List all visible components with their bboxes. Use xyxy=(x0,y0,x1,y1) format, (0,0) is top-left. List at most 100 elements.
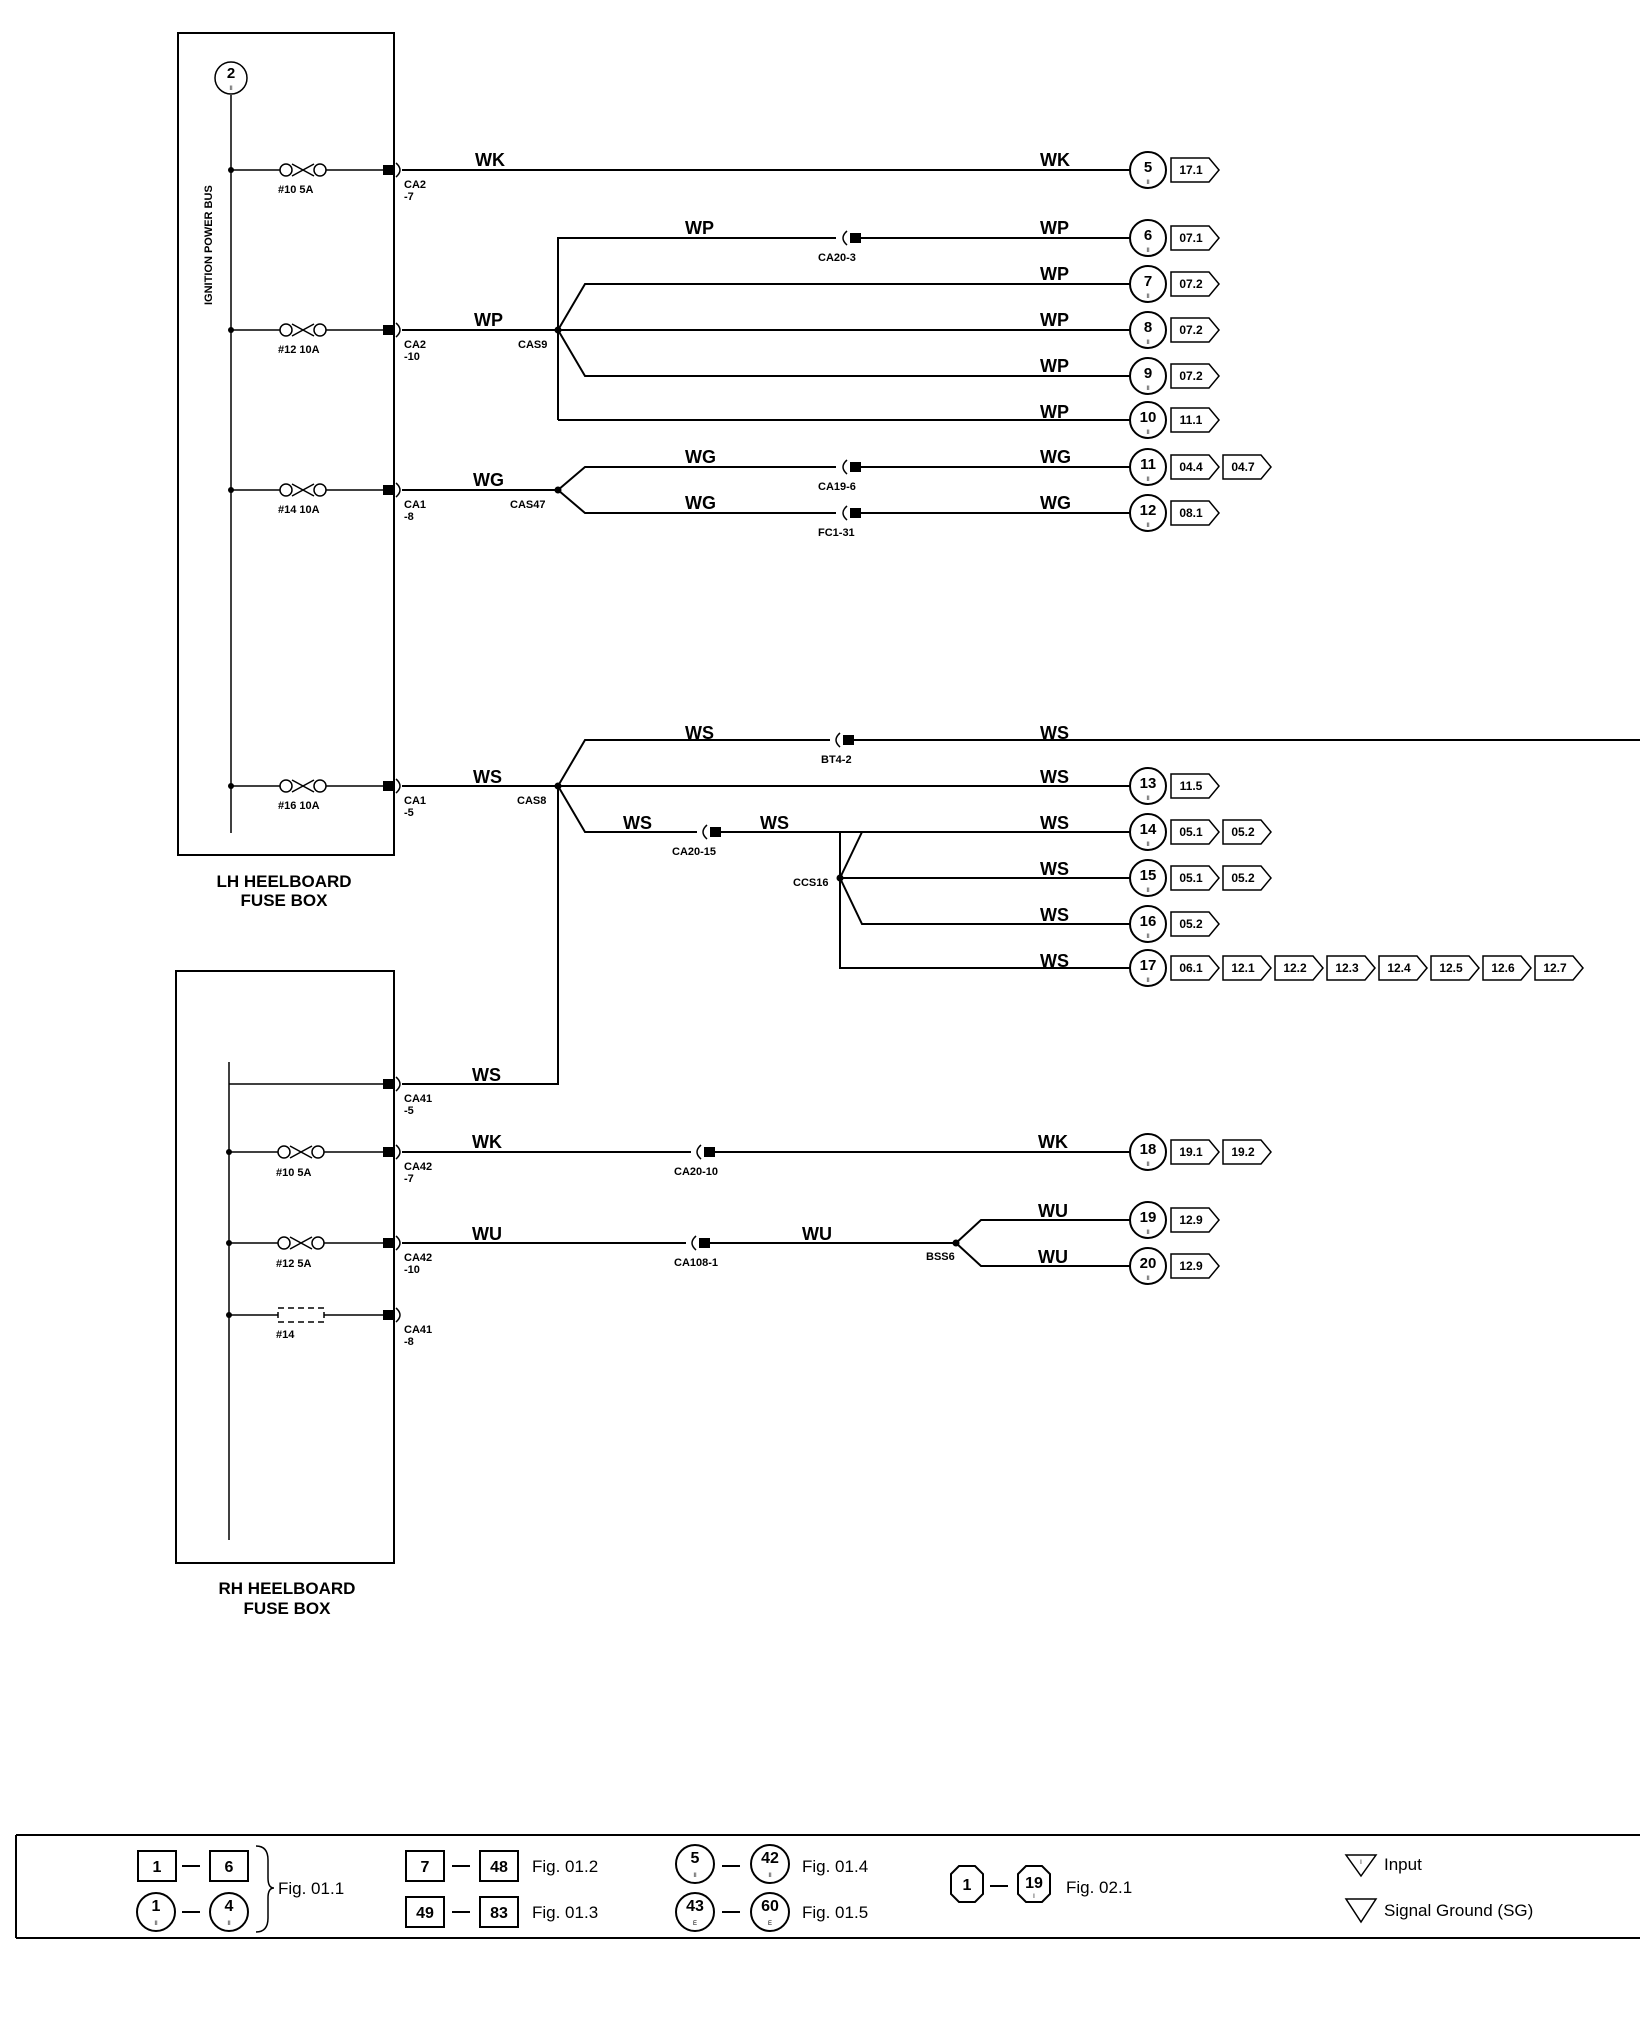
page-ref-label: 06.1 xyxy=(1179,961,1203,975)
inline-connector-label: FC1-31 xyxy=(818,527,855,539)
page-ref-label: 12.2 xyxy=(1283,961,1307,975)
legend-fig-label: Fig. 01.2 xyxy=(532,1857,598,1876)
page-ref-arrow[interactable]: 07.2 xyxy=(1170,271,1220,297)
legend-circle-sub: II xyxy=(154,1921,158,1927)
wire-label: WG xyxy=(1040,493,1071,513)
fuse-label: #16 10A xyxy=(278,800,320,812)
page-ref-arrow[interactable]: 05.2 xyxy=(1170,911,1220,937)
connector-id: CA1 xyxy=(404,795,426,807)
edge-connectors: CA2-7CA2-10CA1-8CA1-5CA41-5CA42-7CA42-10… xyxy=(229,162,432,1348)
legend-circle-sub: II xyxy=(693,1873,697,1879)
wire-label: WS xyxy=(685,723,714,743)
fuse-icon xyxy=(279,163,327,177)
wires xyxy=(402,169,1640,1267)
fuse-1: #10 5A xyxy=(228,163,386,196)
inline-connector: CA20-10 xyxy=(674,1144,718,1178)
legend-ground-label: Signal Ground (SG) xyxy=(1384,1901,1533,1920)
fuse-icon xyxy=(279,323,327,337)
connector-id: CA41 xyxy=(404,1324,432,1336)
edge-connector-5: CA41-5 xyxy=(229,1076,432,1117)
terminal-sub: II xyxy=(1146,294,1150,300)
page-ref-arrow[interactable]: 12.5 xyxy=(1430,955,1480,981)
page-ref-arrow[interactable]: 12.2 xyxy=(1274,955,1324,981)
terminal-number: 12 xyxy=(1140,502,1157,519)
terminal-sub: II xyxy=(1146,477,1150,483)
page-ref-arrow[interactable]: 05.1 xyxy=(1170,865,1220,891)
page-ref-arrow[interactable]: 19.2 xyxy=(1222,1139,1272,1165)
legend-fig-label: Fig. 01.3 xyxy=(532,1903,598,1922)
page-ref-arrow[interactable]: 07.2 xyxy=(1170,317,1220,343)
inline-connector-label: CA20-15 xyxy=(672,846,716,858)
page-ref-arrow[interactable]: 07.2 xyxy=(1170,363,1220,389)
legend-box-label: 1 xyxy=(153,1859,162,1876)
page-ref-arrow[interactable]: 12.1 xyxy=(1222,955,1272,981)
page-ref-label: 11.1 xyxy=(1180,413,1203,427)
page-ref-arrow[interactable]: 12.4 xyxy=(1378,955,1428,981)
page-ref-arrow[interactable]: 11.5 xyxy=(1170,773,1220,799)
wire-label: WG xyxy=(1040,447,1071,467)
terminal-number: 14 xyxy=(1140,821,1157,838)
edge-connector-8: CA41-8 xyxy=(383,1307,432,1348)
inline-connector-label: CA20-10 xyxy=(674,1166,718,1178)
page-ref-arrow[interactable]: 07.1 xyxy=(1170,225,1220,251)
wire-wg-11a xyxy=(557,466,836,491)
page-ref-arrow[interactable]: 08.1 xyxy=(1170,500,1220,526)
terminal-sub: II xyxy=(1146,386,1150,392)
wire-label: WU xyxy=(472,1224,502,1244)
page-ref-arrow[interactable]: 05.1 xyxy=(1170,819,1220,845)
wire-label: WG xyxy=(685,447,716,467)
connector-pin: -8 xyxy=(404,1336,414,1348)
page-ref-arrow[interactable]: 11.1 xyxy=(1170,407,1220,433)
page-ref-label: 04.7 xyxy=(1231,460,1255,474)
wire-wu-19 xyxy=(955,1219,1130,1244)
legend-circle-sub: II xyxy=(768,1873,772,1879)
wire-label: WU xyxy=(802,1224,832,1244)
page-ref-arrow[interactable]: 05.2 xyxy=(1222,819,1272,845)
page-ref-arrow[interactable]: 04.4 xyxy=(1170,454,1220,480)
page-ref-arrow[interactable]: 12.9 xyxy=(1170,1207,1220,1233)
splice-ccs16: CCS16 xyxy=(793,877,828,889)
legend-circle-label: 42 xyxy=(761,1850,779,1867)
page-ref-arrow[interactable]: 12.9 xyxy=(1170,1253,1220,1279)
legend-circle-label: 43 xyxy=(686,1898,704,1915)
connector-id: CA2 xyxy=(404,179,426,191)
fuse-icon xyxy=(279,483,327,497)
legend-box-label: 49 xyxy=(416,1905,434,1922)
terminals: 5II17.16II07.17II07.28II07.29II07.210II1… xyxy=(1129,151,1584,1285)
wire-wp-9 xyxy=(557,329,1130,377)
page-ref-arrow[interactable]: 12.6 xyxy=(1482,955,1532,981)
terminal-sub: II xyxy=(1146,978,1150,984)
page-ref-arrow[interactable]: 04.7 xyxy=(1222,454,1272,480)
wire-label: WS xyxy=(623,813,652,833)
fuse-4: #16 10A xyxy=(228,779,386,812)
terminal-number: 20 xyxy=(1140,1255,1157,1272)
ignition-power-bus-label: IGNITION POWER BUS xyxy=(203,185,215,305)
page-ref-label: 07.2 xyxy=(1179,277,1203,291)
page-ref-arrow[interactable]: 06.1 xyxy=(1170,955,1220,981)
page-ref-label: 12.4 xyxy=(1387,961,1411,975)
page-ref-arrow[interactable]: 05.2 xyxy=(1222,865,1272,891)
page-ref-arrow[interactable]: 12.3 xyxy=(1326,955,1376,981)
page-ref-arrow[interactable]: 17.1 xyxy=(1170,157,1220,183)
page-ref-label: 05.2 xyxy=(1231,871,1255,885)
legend-fig-label: Fig. 01.4 xyxy=(802,1857,868,1876)
fuse-icon xyxy=(277,1236,325,1250)
rh-fuse-box: RH HEELBOARD FUSE BOX xyxy=(175,970,395,1618)
page-ref-arrow[interactable]: 19.1 xyxy=(1170,1139,1220,1165)
legend-box-label: 48 xyxy=(490,1859,508,1876)
terminal-number: 19 xyxy=(1140,1209,1157,1226)
page-ref-label: 05.2 xyxy=(1179,917,1203,931)
page-ref-label: 17.1 xyxy=(1179,163,1203,177)
terminal-sub: II xyxy=(1146,796,1150,802)
rh-box-title-line2: FUSE BOX xyxy=(244,1599,332,1618)
legend-box-label: 7 xyxy=(421,1859,430,1876)
wire-label: WS xyxy=(1040,951,1069,971)
page-ref-arrow[interactable]: 12.7 xyxy=(1534,955,1584,981)
lh-box-title-line2: FUSE BOX xyxy=(241,891,329,910)
